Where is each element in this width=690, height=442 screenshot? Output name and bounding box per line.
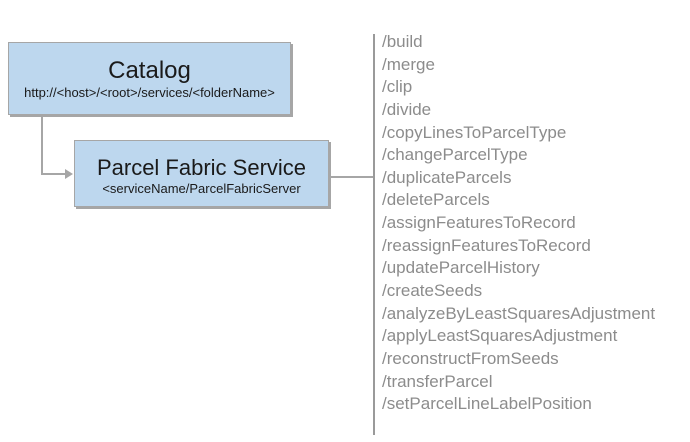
operations-list: /build /merge /clip /divide /copyLinesTo…: [382, 31, 655, 416]
operation-item: /applyLeastSquaresAdjustment: [382, 326, 618, 346]
service-title: Parcel Fabric Service: [96, 154, 307, 180]
operation-item: /reassignFeaturesToRecord: [382, 235, 591, 255]
operation-item: /updateParcelHistory: [382, 258, 540, 278]
operation-item: /transferParcel: [382, 371, 493, 391]
operation-item: /merge: [382, 54, 435, 74]
catalog-to-service-connector-vertical: [41, 115, 43, 174]
service-url-template: <serviceName/ParcelFabricServer: [102, 180, 301, 196]
operations-separator-line: [373, 34, 375, 435]
operation-item: /assignFeaturesToRecord: [382, 213, 576, 233]
operation-item: /copyLinesToParcelType: [382, 122, 567, 142]
arrow-head-icon: [65, 169, 73, 179]
operation-item: /analyzeByLeastSquaresAdjustment: [382, 303, 656, 323]
operation-item: /reconstructFromSeeds: [382, 348, 559, 368]
catalog-url-template: http://<host>/<root>/services/<folderNam…: [24, 85, 275, 100]
operation-item: /setParcelLineLabelPosition: [382, 394, 592, 414]
catalog-to-service-connector-horizontal: [41, 173, 66, 175]
parcel-fabric-service-box: Parcel Fabric Service <serviceName/Parce…: [74, 140, 329, 207]
operation-item: /clip: [382, 77, 413, 97]
operation-item: /changeParcelType: [382, 145, 528, 165]
catalog-box: Catalog http://<host>/<root>/services/<f…: [8, 42, 291, 115]
service-to-operations-connector: [331, 176, 373, 178]
operation-item: /duplicateParcels: [382, 167, 512, 187]
operation-item: /build: [382, 32, 423, 51]
catalog-title: Catalog: [108, 57, 191, 84]
operation-item: /deleteParcels: [382, 190, 490, 210]
operation-item: /createSeeds: [382, 281, 483, 301]
operation-item: /divide: [382, 99, 432, 119]
